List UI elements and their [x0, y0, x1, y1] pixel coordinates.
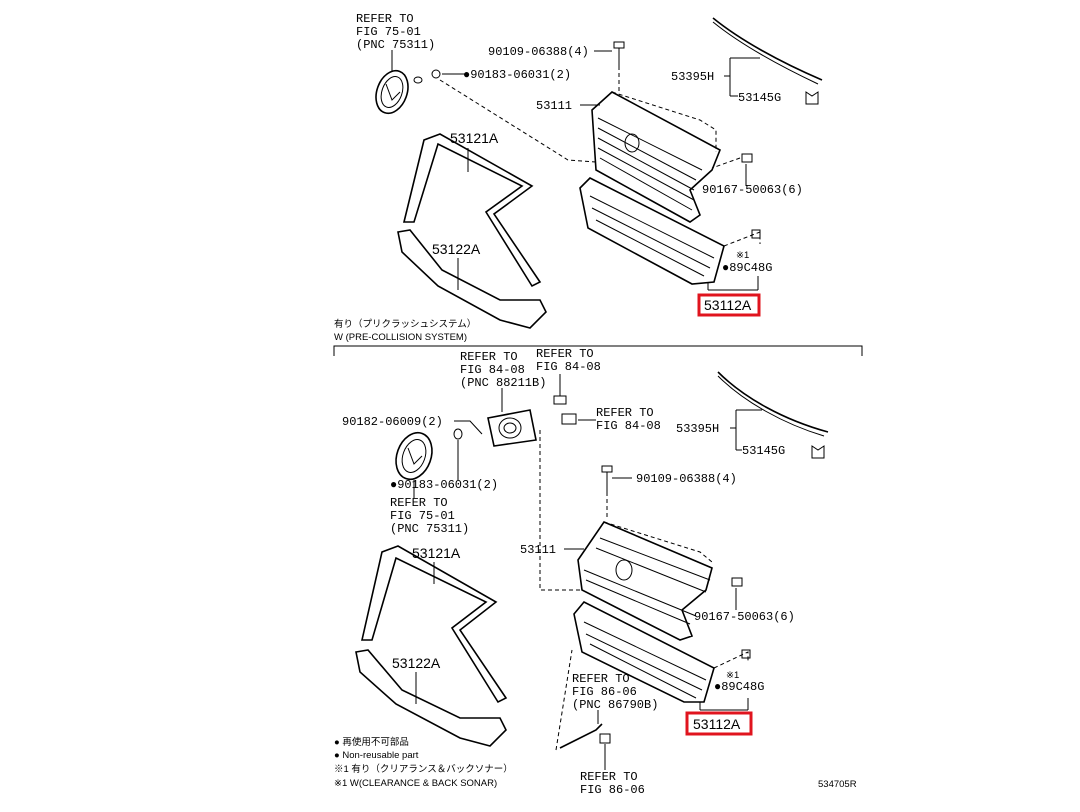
bot-sensor-dashline	[539, 430, 580, 591]
bot-refer-fig86b-l2: FIG 86-06	[580, 783, 645, 797]
top-grille-upper-part	[591, 91, 722, 223]
bot-molding-clip-part	[811, 445, 825, 459]
bot-grille-lower-part	[573, 600, 715, 703]
bot-sensor-bracket-part	[487, 409, 537, 447]
top-side-clip-part	[741, 153, 753, 163]
bot-bracket-clip-label: 90182-06009(2)	[342, 415, 443, 429]
bot-molding-set-label: 53395H	[676, 422, 719, 436]
legend-note-jp: ※1 有り（クリアランス＆バックソナー）	[334, 763, 513, 775]
top-refer-logo-l3: (PNC 75311)	[356, 38, 435, 52]
top-molding-clip-part	[805, 91, 819, 105]
bot-molding-strip	[717, 371, 829, 433]
top-grille-lower-part	[579, 177, 725, 285]
top-clip-emblem-label: ●90183-06031(2)	[463, 68, 571, 82]
top-grille-lower-label[interactable]: 53112A	[704, 297, 752, 313]
top-molding-set-label: 53395H	[671, 70, 714, 84]
bot-refer-fig86-l2: FIG 86-06	[572, 685, 637, 699]
legend: ● 再使用不可部品 ● Non-reusable part ※1 有り（クリアラ…	[334, 736, 513, 789]
top-emblem-clip-a	[413, 76, 423, 84]
top-bolt-part	[613, 41, 625, 66]
top-refer-logo-l1: REFER TO	[356, 12, 414, 26]
top-molding-a-part	[402, 133, 542, 288]
top-sonar-clip-part	[751, 229, 761, 239]
bot-refer-logo-l1: REFER TO	[390, 496, 448, 510]
bot-refer-fig84b-l1: REFER TO	[596, 406, 654, 420]
bottom-section: REFER TO FIG 84-08 (PNC 88211B) REFER TO…	[342, 347, 829, 797]
bot-sonar-harness-part	[559, 723, 603, 749]
bot-note-mark: ※1	[726, 670, 739, 681]
top-bolt-label: 90109-06388(4)	[488, 45, 589, 59]
bot-refer-sensor-l1: REFER TO	[460, 350, 518, 364]
bot-molding-a-label: 53121A	[412, 545, 461, 561]
bot-emblem-clip-part	[453, 428, 463, 440]
bot-bolt-label: 90109-06388(4)	[636, 472, 737, 486]
bot-grille-lower-highlight	[685, 711, 753, 736]
bot-bolt-part	[601, 465, 613, 492]
top-grille-lower-highlight	[697, 293, 761, 317]
bot-refer-fig86-l3: (PNC 86790B)	[572, 698, 658, 712]
bot-clip-lower-label: ●89C48G	[714, 680, 764, 694]
top-refer-logo-l2: FIG 75-01	[356, 25, 421, 39]
bot-refer-fig84a-l2: FIG 84-08	[536, 360, 601, 374]
bot-refer-logo-l3: (PNC 75311)	[390, 522, 469, 536]
bot-refer-logo-l2: FIG 75-01	[390, 509, 455, 523]
bot-clip-emblem-label: ●90183-06031(2)	[390, 478, 498, 492]
bot-refer-sensor-l3: (PNC 88211B)	[460, 376, 546, 390]
bot-molding-a-part	[360, 545, 508, 704]
bot-grille-lower-label[interactable]: 53112A	[693, 716, 741, 732]
bot-emblem-part	[395, 431, 433, 481]
bot-refer-fig86-l1: REFER TO	[572, 672, 630, 686]
figure-id: 534705R	[818, 779, 857, 790]
top-section: REFER TO FIG 75-01 (PNC 75311) ●90183-06…	[334, 12, 823, 343]
top-condition-en: W (PRE-COLLISION SYSTEM)	[334, 332, 467, 343]
top-emblem-clip-b	[431, 69, 441, 79]
top-molding-b-label: 53122A	[432, 241, 481, 257]
bot-refer-fig86b-l1: REFER TO	[580, 770, 638, 784]
legend-note-en: ※1 W(CLEARANCE & BACK SONAR)	[334, 778, 497, 789]
bot-molding-b-part	[355, 649, 507, 747]
bot-side-clip-part	[731, 577, 743, 587]
top-grille-upper-label: 53111	[536, 99, 572, 113]
top-condition-jp: 有り（プリクラッシュシステム）	[334, 318, 476, 330]
top-molding-clip-label: 53145G	[738, 91, 781, 105]
bot-clip-side-label: 90167-50063(6)	[694, 610, 795, 624]
bot-harness-clip-part	[599, 733, 611, 744]
top-emblem-part	[375, 69, 409, 115]
bot-molding-clip-label: 53145G	[742, 444, 785, 458]
section-divider	[333, 345, 863, 356]
top-clip-side-label: 90167-50063(6)	[702, 183, 803, 197]
bot-grille-upper-label: 53111	[520, 543, 556, 557]
bot-sensor-clip-part	[561, 413, 577, 425]
top-note-mark: ※1	[736, 250, 749, 261]
bot-refer-sensor-l2: FIG 84-08	[460, 363, 525, 377]
bot-refer-fig84b-l2: FIG 84-08	[596, 419, 661, 433]
top-molding-a-label: 53121A	[450, 130, 499, 146]
legend-nonreuse-jp: ● 再使用不可部品	[334, 736, 409, 748]
bot-refer-fig84a-l1: REFER TO	[536, 347, 594, 361]
bot-grille-upper-part	[577, 521, 713, 641]
legend-nonreuse-en: ● Non-reusable part	[334, 750, 419, 761]
top-molding-strip	[712, 17, 823, 81]
bot-sonar-clip-part	[741, 649, 751, 659]
bot-molding-b-label: 53122A	[392, 655, 441, 671]
bot-sensor-nut-part	[553, 395, 567, 405]
top-molding-b-part	[397, 229, 547, 329]
top-emblem-dashline	[439, 79, 597, 163]
top-clip-lower-label: ●89C48G	[722, 261, 772, 275]
